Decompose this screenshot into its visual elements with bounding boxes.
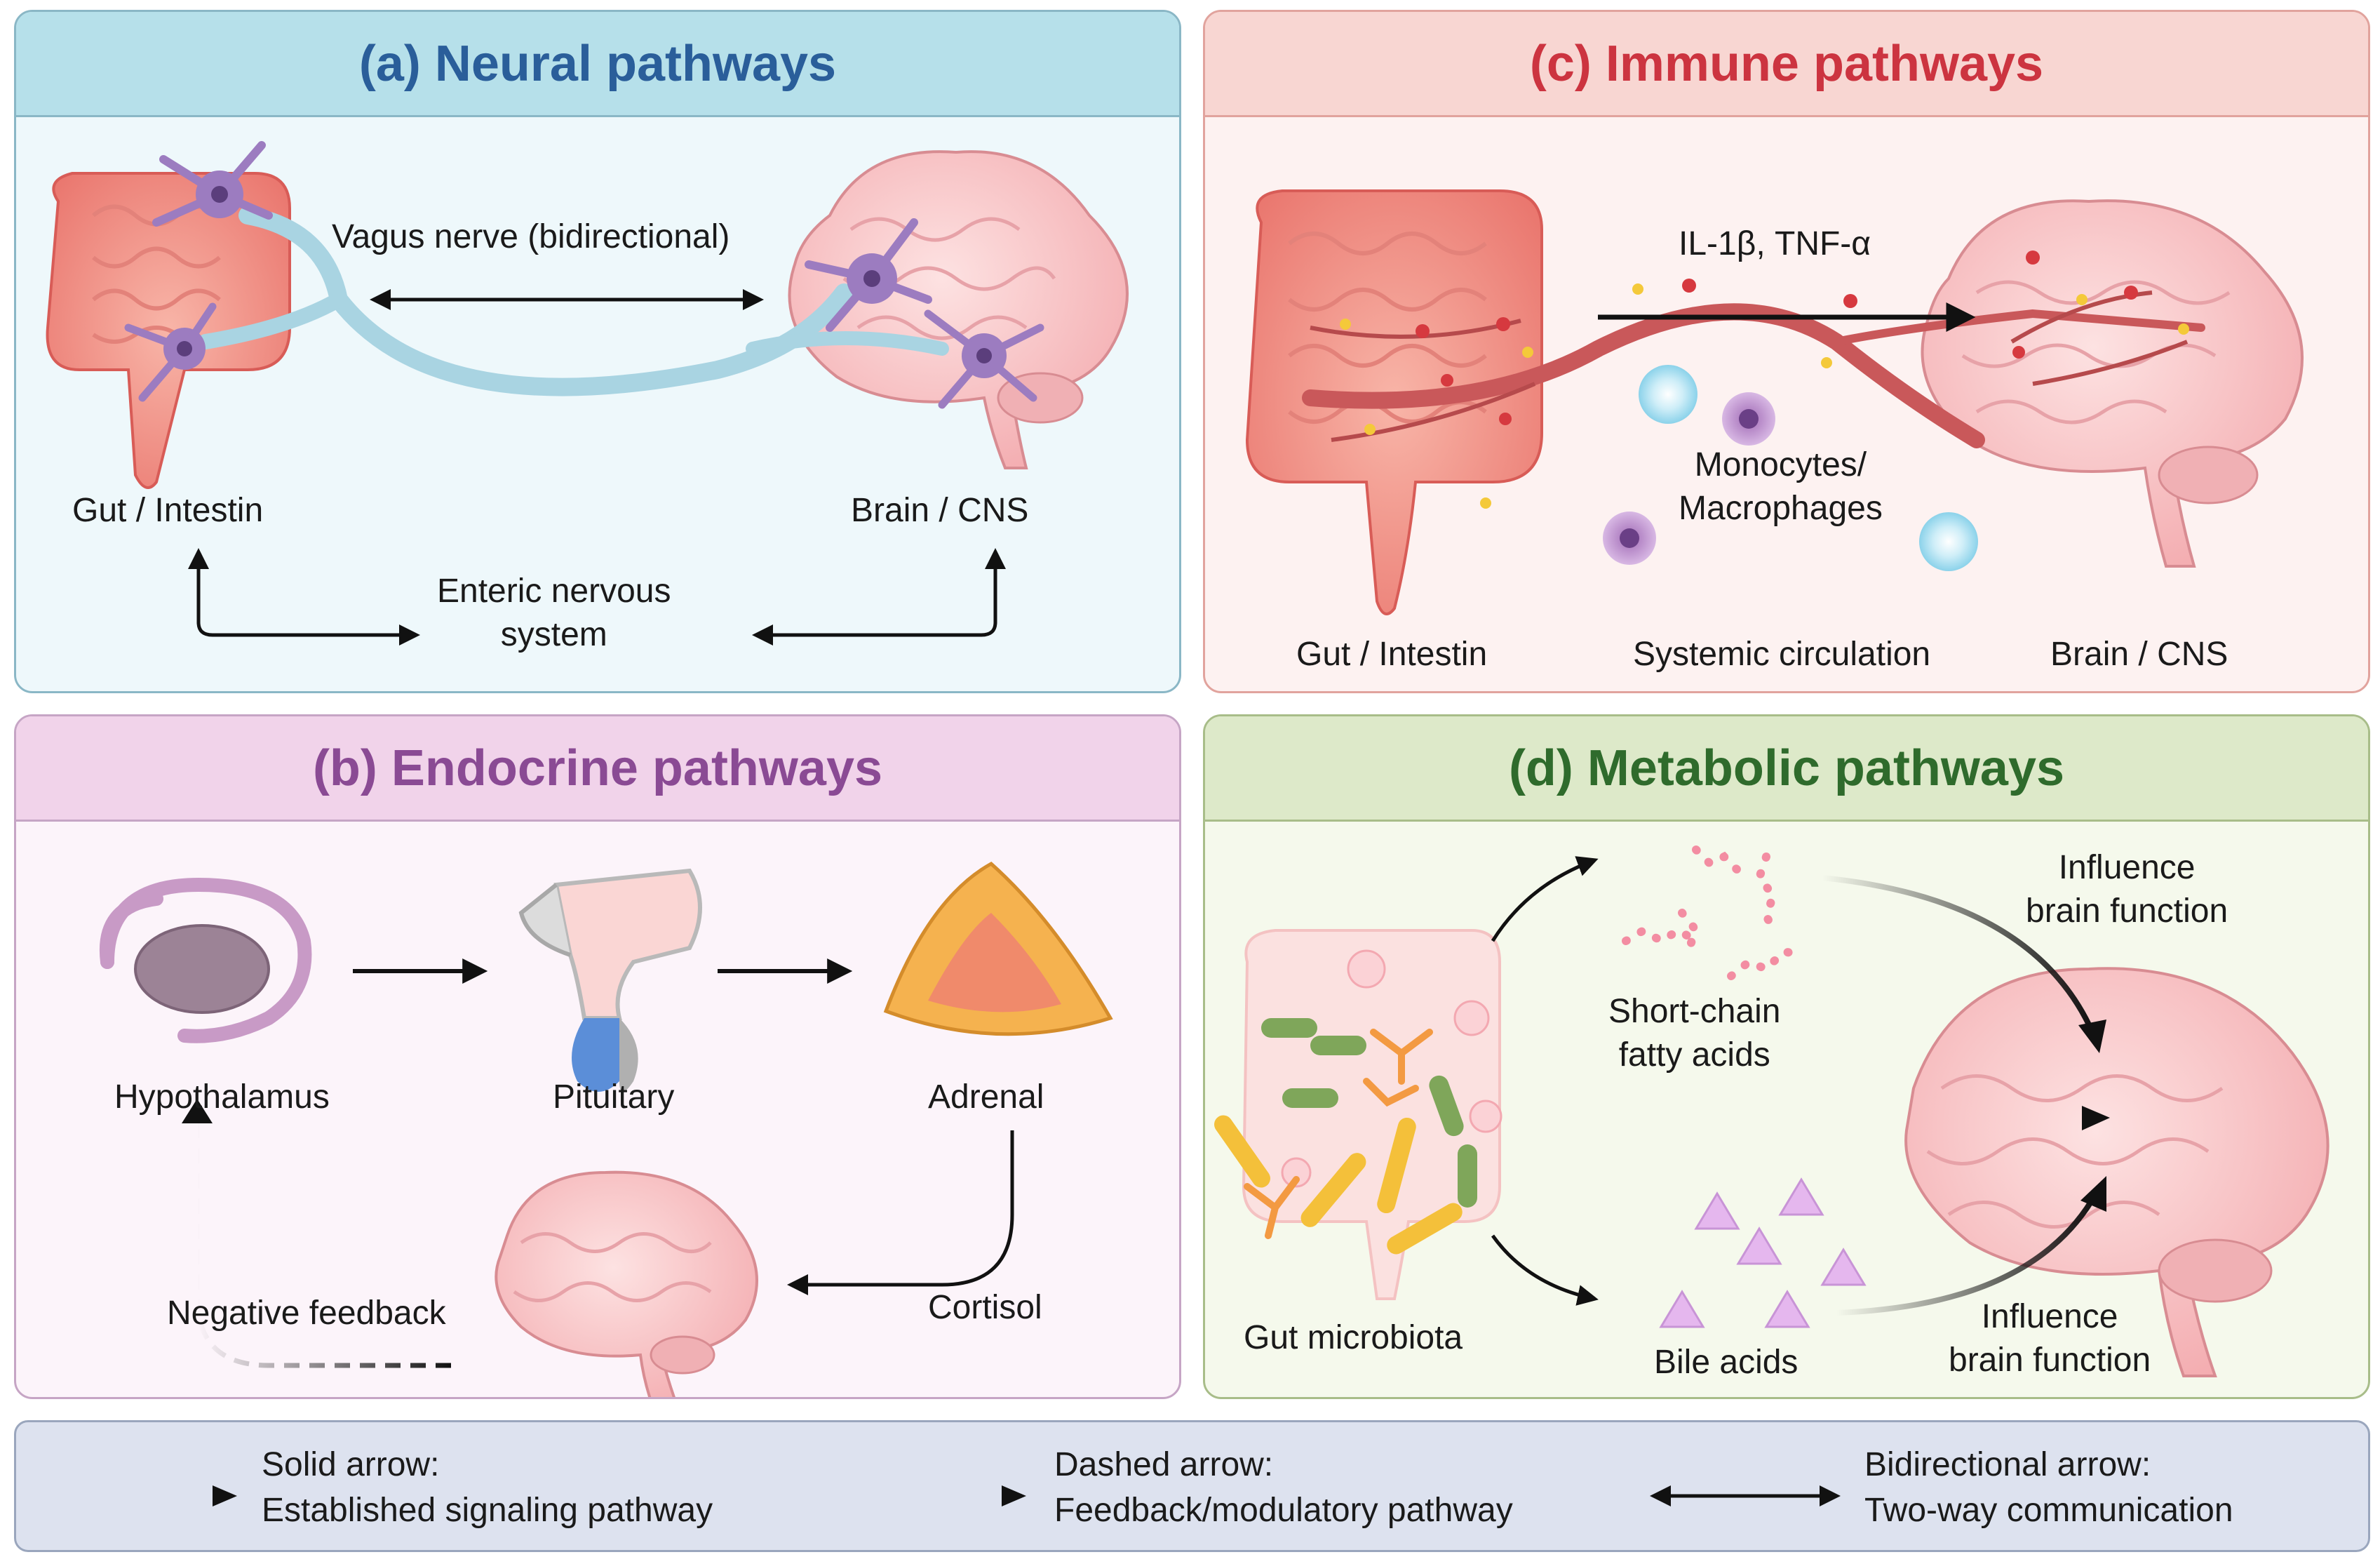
cytokines-label: IL-1β, TNF-α (1679, 225, 1871, 262)
neuron-icon (124, 302, 217, 402)
legend: Solid arrow: Established signaling pathw… (14, 1420, 2370, 1552)
neural-diagram (46, 141, 1129, 646)
cytokine-dots (1340, 250, 2189, 509)
endocrine-diagram (99, 861, 1113, 1397)
legend-bidirectional-title: Bidirectional arrow: (1864, 1446, 2151, 1483)
bile-acids-label: Bile acids (1654, 1344, 1799, 1381)
metabolic-diagram (1214, 846, 2329, 1377)
short-chain-fatty-acids-label: Short-chain fatty acids (1608, 993, 1781, 1074)
brain-icon (1921, 199, 2304, 568)
panel-title: (b) Endocrine pathways (16, 716, 1179, 822)
panel-neural-pathways: (a) Neural pathways (14, 10, 1181, 693)
panel-title: (a) Neural pathways (16, 12, 1179, 117)
legend-solid-desc: Established signaling pathway (262, 1492, 713, 1529)
molecule-chain-icon (1622, 846, 1806, 980)
gut-label: Gut / Intestin (72, 492, 264, 529)
panel-body: Hypothalamus Pituitary Adrenal Cortisol … (16, 822, 1179, 1397)
immune-cell-icon (1603, 365, 1978, 571)
neuron-icon (805, 218, 932, 332)
panel-endocrine-pathways: (b) Endocrine pathways (14, 714, 1181, 1399)
hypothalamus-label: Hypothalamus (114, 1078, 330, 1116)
panel-title: (c) Immune pathways (1205, 12, 2368, 117)
vagus-nerve-label: Vagus nerve (bidirectional) (332, 218, 730, 255)
intestine-icon (1242, 929, 1502, 1300)
legend-solid-title: Solid arrow: (262, 1446, 440, 1483)
gut-microbiota-label: Gut microbiota (1244, 1319, 1463, 1356)
brain-label: Brain / CNS (2050, 636, 2228, 673)
cortisol-label: Cortisol (928, 1289, 1042, 1326)
adrenal-label: Adrenal (928, 1078, 1044, 1116)
legend-dashed-desc: Feedback/modulatory pathway (1054, 1492, 1513, 1529)
panel-immune-pathways: (c) Immune pathways (1203, 10, 2370, 693)
brain-label: Brain / CNS (851, 492, 1029, 529)
arrow-scfa-brain (1822, 875, 2095, 1034)
immune-diagram (1245, 189, 2304, 615)
negative-feedback-label: Negative feedback (167, 1295, 446, 1332)
panel-metabolic-pathways: (d) Metabolic pathways (1203, 714, 2370, 1399)
neuron-icon (924, 309, 1044, 409)
triangle-molecule-icon (1659, 1177, 1867, 1328)
arrow-microbiota-scfa (1491, 856, 1599, 942)
legend-dashed-title: Dashed arrow: (1054, 1446, 1274, 1483)
panel-title: (d) Metabolic pathways (1205, 716, 2368, 822)
influence-brain-function-top-label: Influence brain function (2026, 849, 2228, 930)
ens-arrow-right (752, 548, 1006, 646)
influence-brain-function-bottom-label: Influence brain function (1949, 1298, 2151, 1379)
negative-feedback-arrow (194, 1116, 451, 1368)
ens-arrow-left (188, 548, 420, 646)
enteric-nervous-system-label: Enteric nervous system (437, 573, 671, 654)
arrow-bile-brain (1836, 1192, 2099, 1316)
panel-body: IL-1β, TNF-α Monocytes/ Macrophages Gut … (1205, 117, 2368, 691)
legend-arrows (65, 1485, 1841, 1506)
legend-bidirectional-desc: Two-way communication (1864, 1492, 2233, 1529)
systemic-circulation-label: Systemic circulation (1633, 636, 1931, 673)
brain-icon (788, 150, 1129, 469)
arrow-microbiota-bile (1491, 1234, 1599, 1306)
adrenal-gland-icon (883, 861, 1113, 1036)
bacteria-icon (1214, 1018, 1477, 1255)
neuron-icon (152, 141, 273, 227)
brain-icon (495, 1170, 758, 1397)
brain-icon (1904, 967, 2329, 1377)
panel-body: Vagus nerve (bidirectional) Gut / Intest… (16, 117, 1179, 691)
pituitary-label: Pituitary (553, 1078, 675, 1116)
cortisol-arrow (787, 1130, 1014, 1295)
pituitary-icon (518, 868, 702, 1092)
panel-body: Short-chain fatty acids Bile acids Gut m… (1205, 822, 2368, 1397)
hypothalamus-icon (99, 877, 312, 1043)
gut-label: Gut / Intestin (1296, 636, 1488, 673)
monocytes-macrophages-label: Monocytes/ Macrophages (1679, 446, 1883, 528)
